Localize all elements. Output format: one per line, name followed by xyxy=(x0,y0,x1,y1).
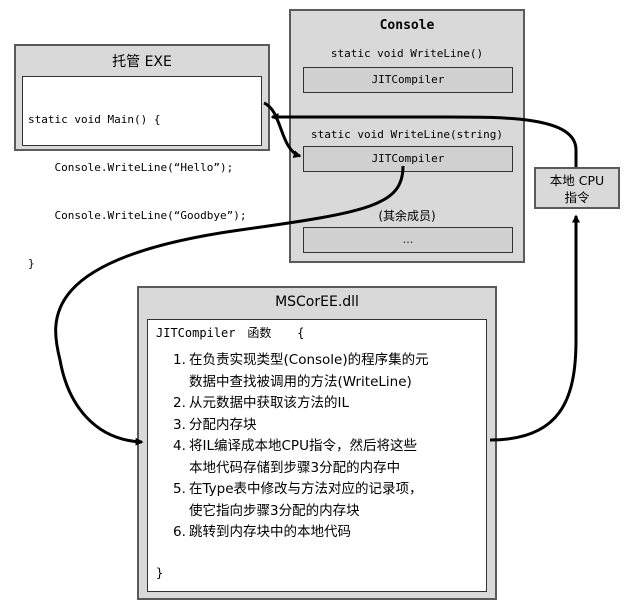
jit-steps-list: 1. 在负责实现类型(Console)的程序集的元 数据中查找被调用的方法(Wr… xyxy=(173,350,483,544)
function-header: JITCompiler 函数 { xyxy=(156,324,456,341)
return-arrow xyxy=(270,113,578,167)
mscoree-title: MSCorEE.dll xyxy=(275,294,359,310)
jit-step: 4. 将IL编译成本地CPU指令，然后将这些 本地代码存储到步骤3分配的内存中 xyxy=(173,436,483,479)
jit-step: 5. 在Type表中修改与方法对应的记录项， 使它指向步骤3分配的内存块 xyxy=(173,479,483,522)
mscoree-box: MSCorEE.dll JITCompiler 函数 { 1. 在负责实现类型(… xyxy=(137,286,497,600)
close-brace: } xyxy=(156,566,164,580)
step-number: 4. xyxy=(173,438,186,454)
other-members-label: (其余成员) xyxy=(378,209,436,223)
code-line: Console.WriteLine(“Hello”); xyxy=(28,161,234,174)
code-line: } xyxy=(28,257,35,270)
function-word: 函数 xyxy=(247,326,272,340)
step-number: 1. xyxy=(173,352,186,368)
step-text: 在Type表中修改与方法对应的记录项， xyxy=(189,481,423,497)
native-cpu-line2: 指令 xyxy=(564,190,590,205)
step-number: 5. xyxy=(173,481,186,497)
code-line: Console.WriteLine(“Goodbye”); xyxy=(28,209,247,222)
step-text: 分配内存块 xyxy=(189,416,257,433)
console-title: Console xyxy=(379,18,435,33)
native-cpu-line1: 本地 CPU xyxy=(549,173,605,188)
step-text: 数据中查找被调用的方法(WriteLine) xyxy=(189,373,412,390)
function-name: JITCompiler xyxy=(156,326,236,340)
writeline-noarg-slot: JITCompiler xyxy=(303,67,513,93)
step-number: 3. xyxy=(173,416,186,433)
native-cpu-box: 本地 CPU 指令 xyxy=(534,167,620,209)
open-brace: { xyxy=(297,326,305,340)
other-members-slot: ... xyxy=(303,227,513,253)
call-arrow xyxy=(263,101,302,158)
writeline-string-slot: JITCompiler xyxy=(303,146,513,172)
jit-step: 3. 分配内存块 xyxy=(173,415,483,437)
writeline-string-label: static void WriteLine(string) xyxy=(310,128,504,141)
jit-step: 6. 跳转到内存块中的本地代码 xyxy=(173,522,483,544)
step-text: 本地代码存储到步骤3分配的内存中 xyxy=(189,459,401,476)
step-text: 跳转到内存块中的本地代码 xyxy=(189,524,351,540)
main-method-code: static void Main() { Console.WriteLine(“… xyxy=(22,76,262,270)
native-code-arrow xyxy=(489,214,580,442)
jit-step: 2. 从元数据中获取该方法的IL xyxy=(173,393,483,415)
step-text: 在负责实现类型(Console)的程序集的元 xyxy=(189,352,429,368)
step-text: 使它指向步骤3分配的内存块 xyxy=(189,502,360,519)
managed-exe-title: 托管 EXE xyxy=(112,54,172,70)
step-text: 将IL编译成本地CPU指令，然后将这些 xyxy=(189,438,417,454)
writeline-noarg-label: static void WriteLine() xyxy=(330,47,484,60)
step-number: 6. xyxy=(173,524,186,540)
step-number: 2. xyxy=(173,395,186,411)
console-type-box: Console static void WriteLine() JITCompi… xyxy=(289,9,525,263)
jit-step: 1. 在负责实现类型(Console)的程序集的元 数据中查找被调用的方法(Wr… xyxy=(173,350,483,393)
jitcompiler-function-box: JITCompiler 函数 { 1. 在负责实现类型(Console)的程序集… xyxy=(147,319,487,592)
step-text: 从元数据中获取该方法的IL xyxy=(189,395,350,411)
jit-invoke-arrow xyxy=(54,165,405,446)
managed-exe-box: 托管 EXE static void Main() { Console.Writ… xyxy=(14,44,270,270)
code-line: static void Main() { xyxy=(28,113,161,126)
